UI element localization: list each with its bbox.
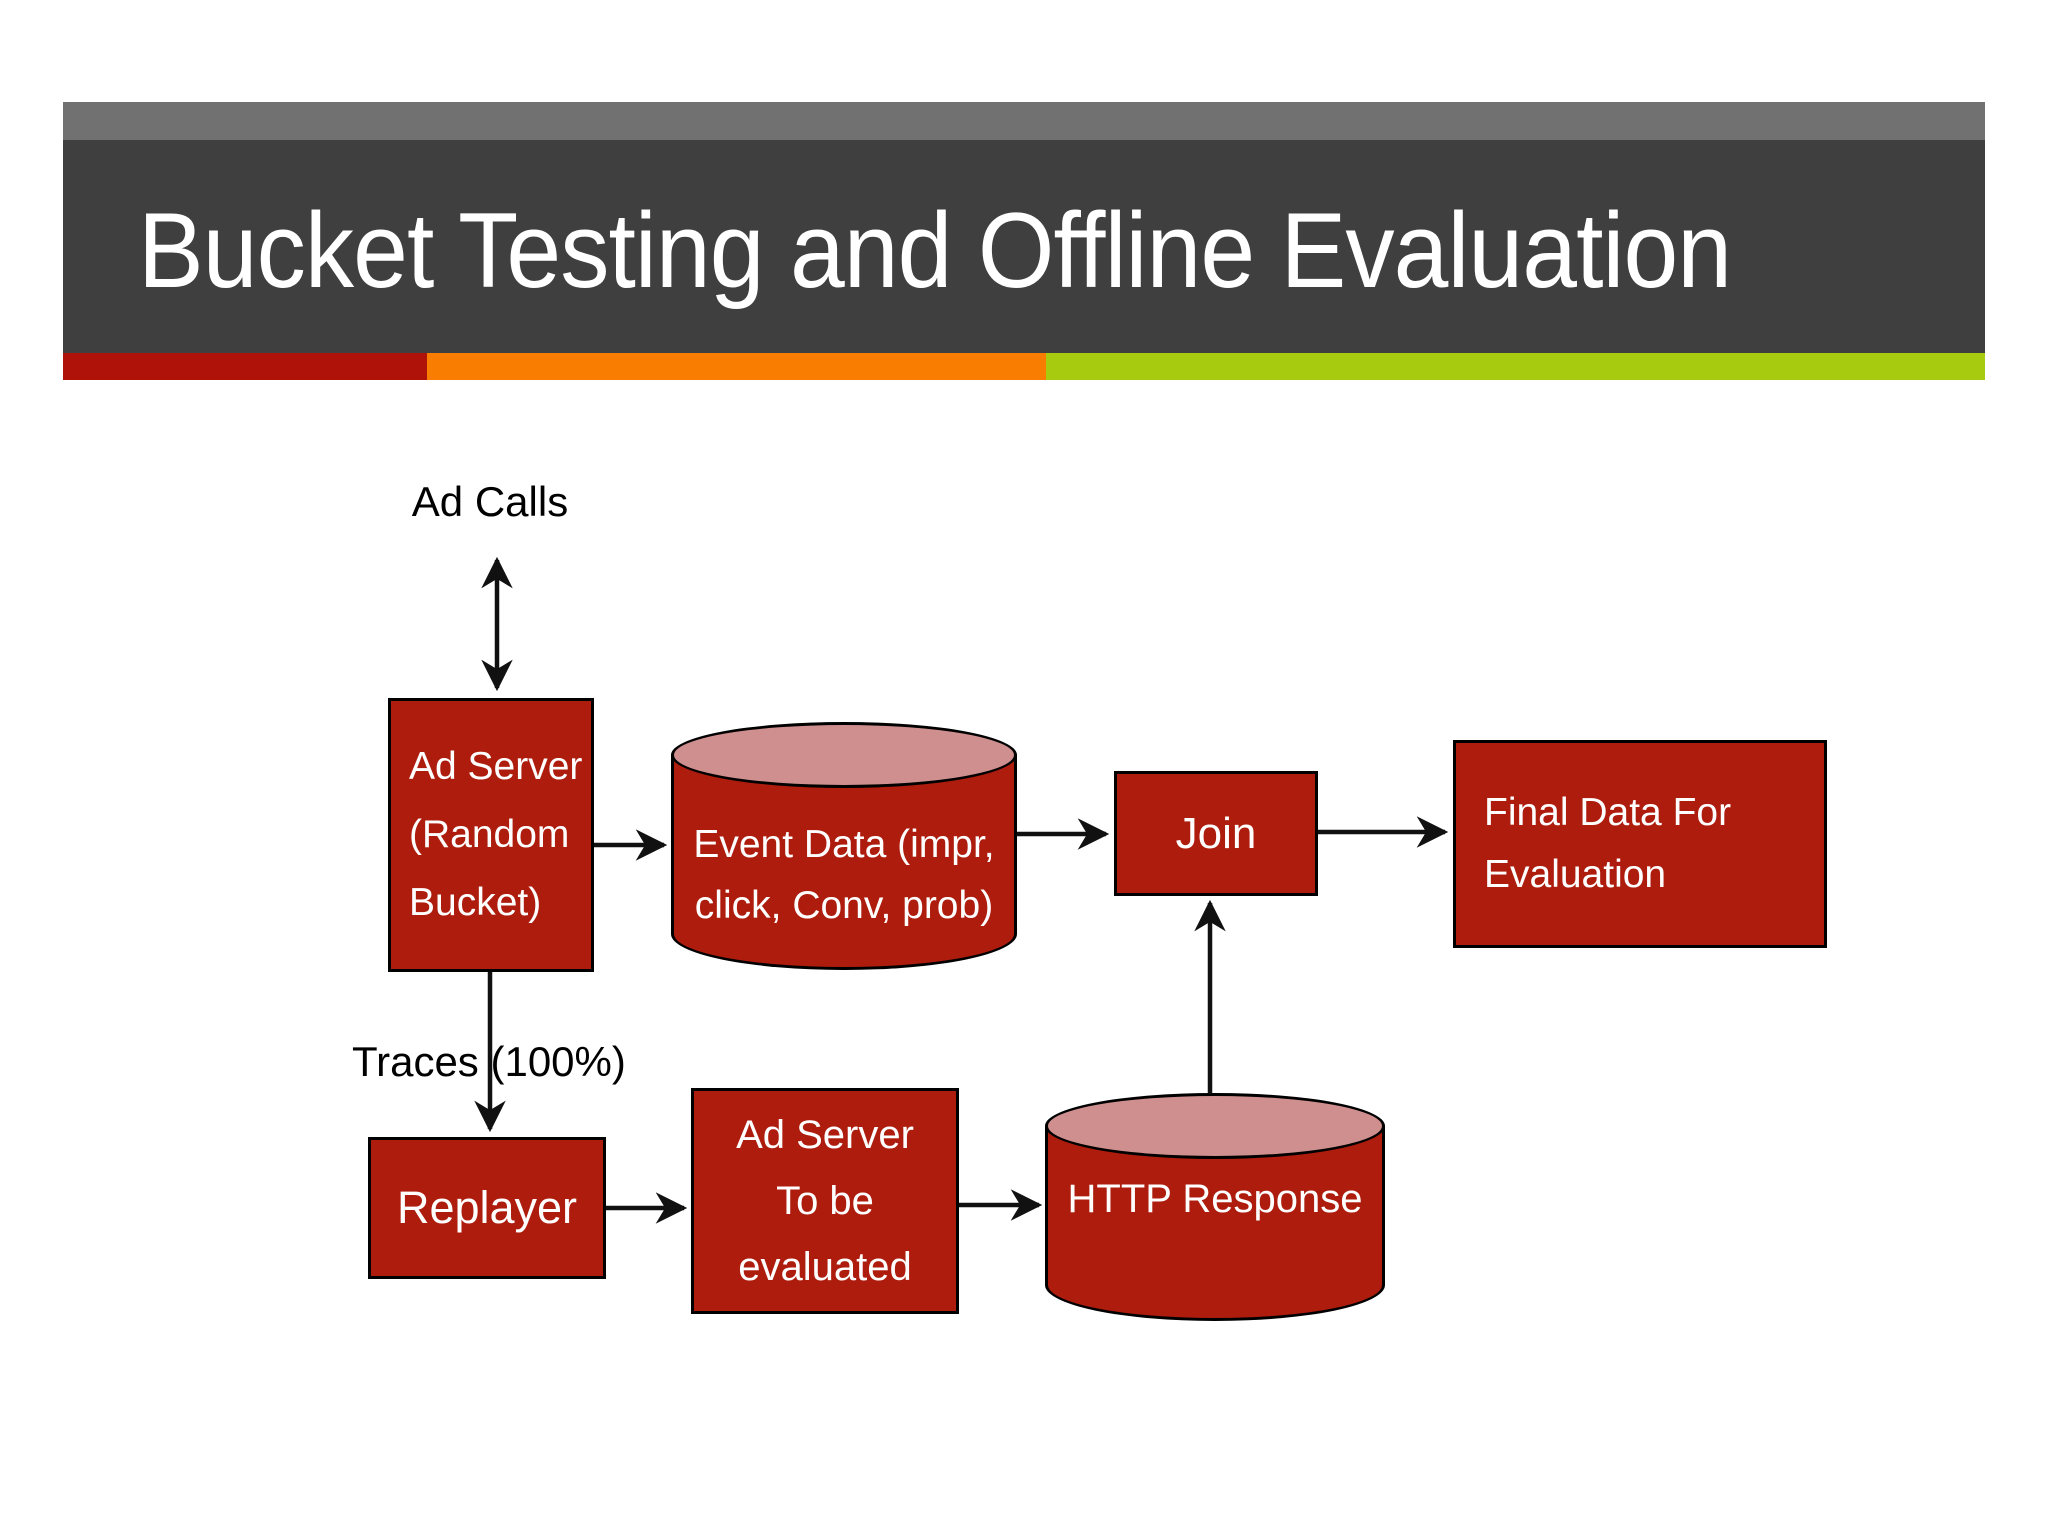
cylinder-top-ellipse: [1045, 1093, 1385, 1159]
accent-stripe-orange: [427, 353, 1046, 380]
cylinder-top-ellipse: [671, 722, 1017, 788]
cylinder-body: [1045, 1126, 1385, 1321]
node-text-line: HTTP: [1067, 1177, 1172, 1221]
ad-calls-label: Ad Calls: [411, 478, 569, 525]
cylinder-text: HTTP Response: [1045, 1171, 1385, 1228]
node-text-line: evaluated: [738, 1245, 912, 1289]
accent-stripe-red: [63, 353, 427, 380]
node-text-line: Final Data For: [1484, 791, 1732, 834]
page-title: Bucket Testing and Offline Evaluation: [138, 189, 1732, 310]
accent-stripe-green: [1046, 353, 1985, 380]
join-box: Join: [1114, 771, 1318, 896]
node-text-line: Event Data: [693, 823, 887, 866]
event-data-cylinder: Event Data (impr, click, Conv, prob): [671, 722, 1017, 970]
http-response-cylinder: HTTP Response: [1045, 1093, 1385, 1321]
node-text-line: To be: [776, 1179, 874, 1223]
node-text-line: Evaluation: [1484, 853, 1667, 896]
node-text-line: Conv, prob): [792, 884, 994, 927]
node-text-line: Response: [1182, 1177, 1363, 1221]
ad-server-to-be-evaluated-box: Ad Server To be evaluated: [691, 1088, 959, 1314]
traces-label: Traces (100%): [352, 1038, 626, 1085]
node-text-line: Ad Server: [409, 745, 583, 788]
node-text-line: Bucket): [409, 881, 542, 924]
ad-server-random-bucket-box: Ad Server (Random Bucket): [388, 698, 594, 972]
node-text-line: Join: [1175, 808, 1257, 858]
title-band: [63, 140, 1985, 353]
node-text-line: (Random: [409, 813, 570, 856]
final-data-box: Final Data For Evaluation: [1453, 740, 1827, 948]
header-top-strip: [63, 102, 1985, 140]
cylinder-text: Event Data (impr, click, Conv, prob): [671, 814, 1017, 936]
node-text-line: Replayer: [396, 1182, 578, 1233]
node-text-line: Ad Server: [736, 1113, 914, 1157]
cylinder-body: [671, 755, 1017, 970]
replayer-box: Replayer: [368, 1137, 606, 1279]
node-text-line: (impr, click,: [694, 823, 995, 927]
